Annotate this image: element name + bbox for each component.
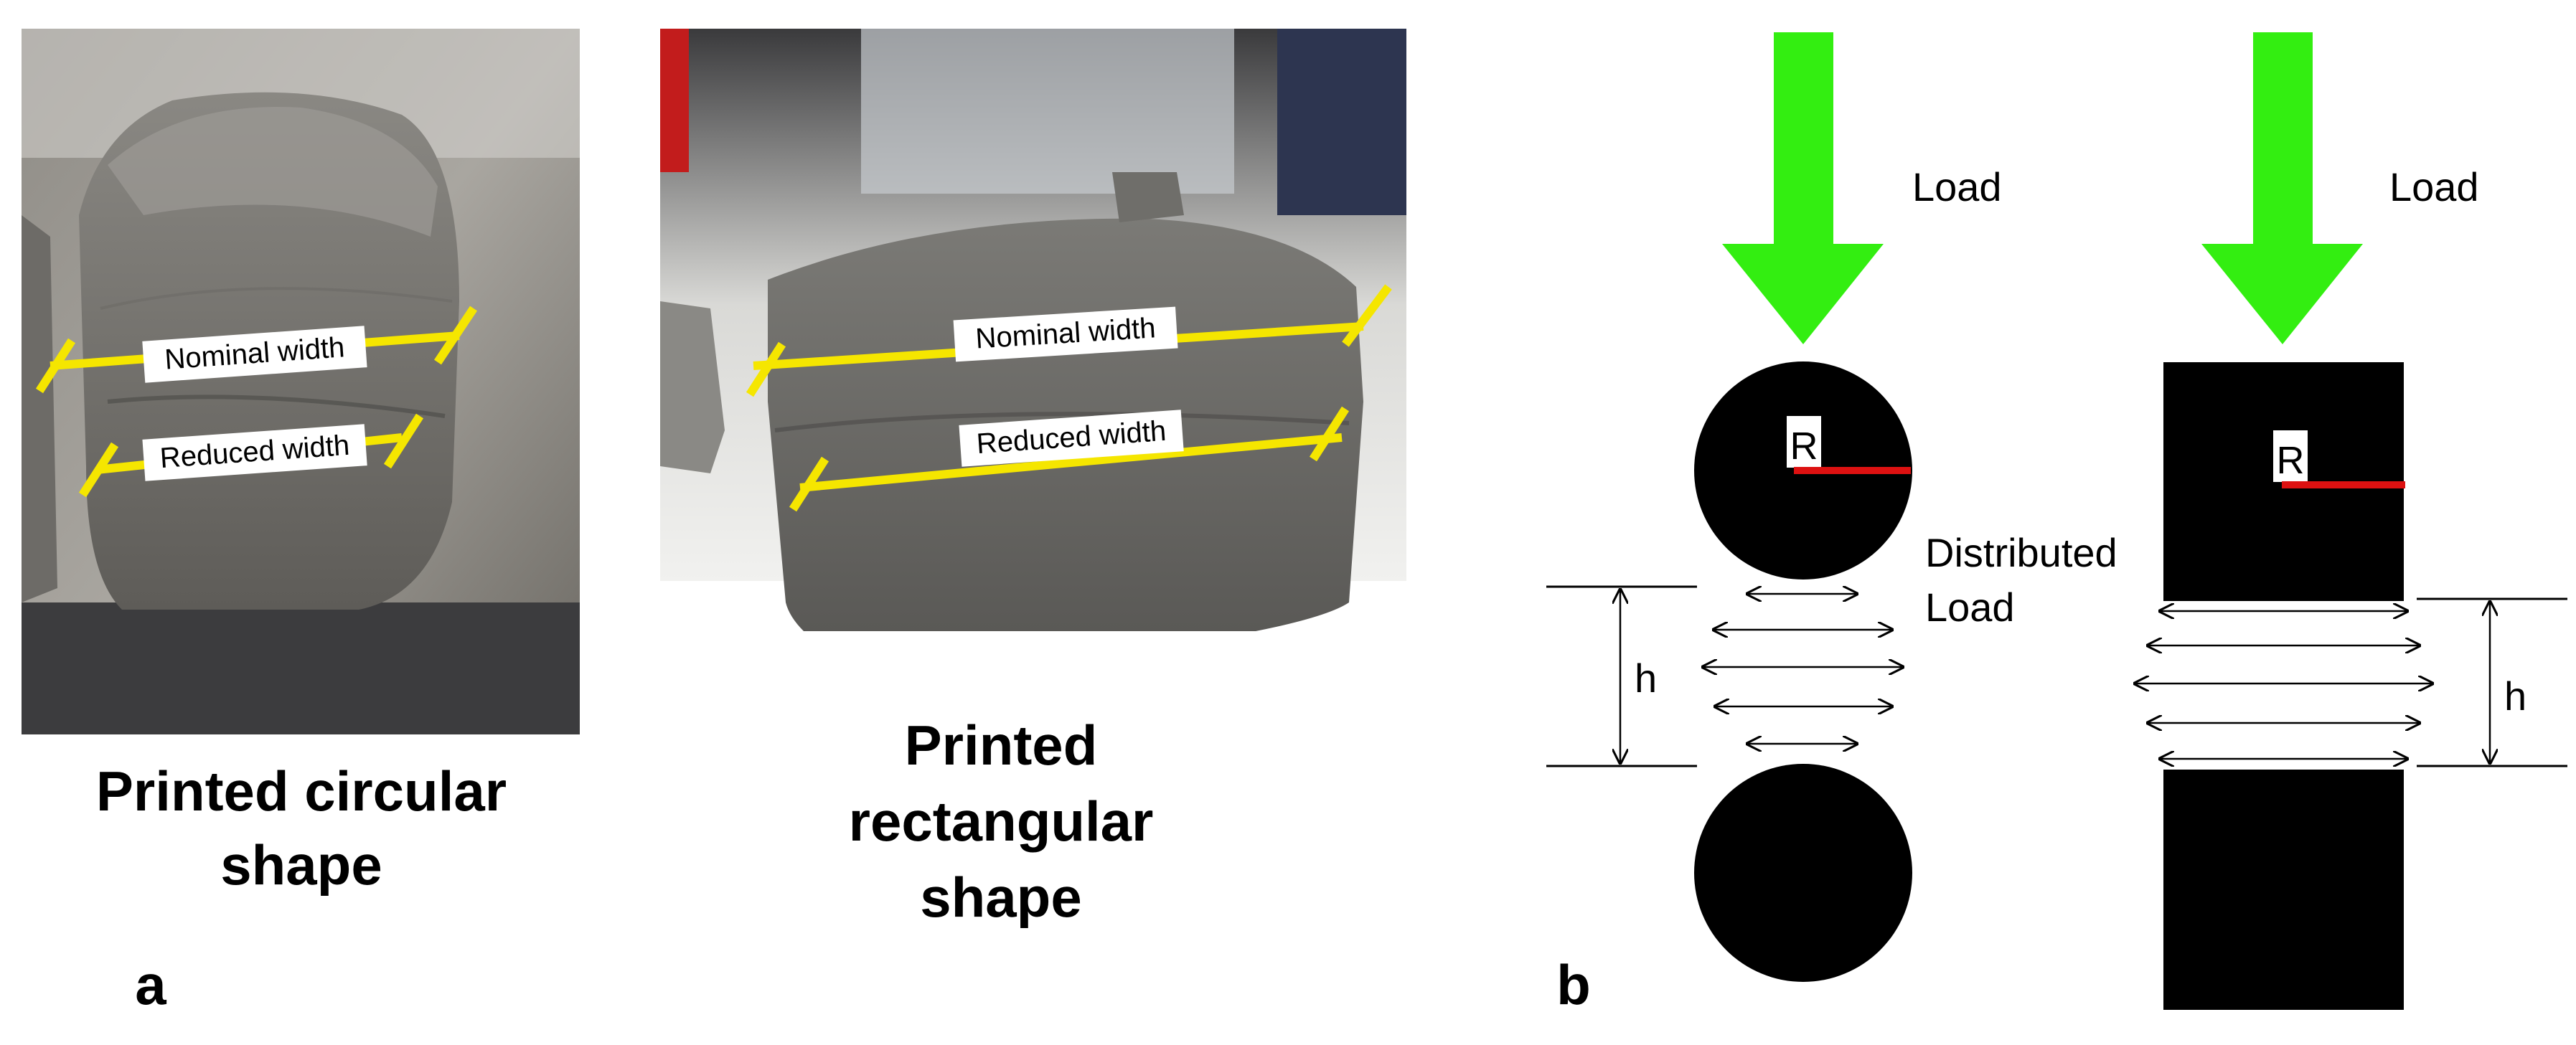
photo-rectangular-specimen [660, 29, 1406, 632]
caption-circular-line2: shape [220, 833, 382, 897]
load-arrow-rectangular [2201, 32, 2363, 344]
circular-specimen-bottom [1694, 764, 1912, 982]
photo-circular-specimen [22, 29, 580, 734]
caption-circular-line1: Printed circular [96, 760, 507, 823]
radius-label-box-circular [1787, 416, 1821, 468]
nominal-width-label-box-2 [953, 306, 1178, 362]
reduced-width-label-box-2 [959, 410, 1184, 467]
height-label-circular: h [1635, 656, 1657, 701]
load-label-rectangular: Load [2389, 164, 2479, 209]
distributed-load-arrows-rectangular [2135, 611, 2432, 759]
reduced-width-label-box [142, 424, 367, 481]
panel-letter-a: a [135, 953, 166, 1016]
load-arrow-circular [1722, 32, 1884, 344]
radius-label-rectangular: R [2277, 439, 2305, 482]
nominal-width-label-box [142, 326, 367, 383]
rectangular-specimen-bottom [2163, 770, 2404, 1010]
distributed-load-line2: Load [1925, 585, 2015, 630]
distributed-load-arrows-circular [1703, 594, 1903, 744]
caption-rectangular-line2: rectangular [849, 790, 1154, 853]
load-label-circular: Load [1912, 164, 2002, 209]
caption-rectangular-line3: shape [920, 866, 1081, 929]
caption-rectangular-line1: Printed [905, 714, 1098, 777]
radius-label-box-rectangular [2273, 430, 2308, 482]
height-label-rectangular: h [2504, 673, 2526, 719]
distributed-load-line1: Distributed [1925, 530, 2117, 575]
radius-label-circular: R [1790, 425, 1818, 468]
panel-letter-b: b [1556, 953, 1591, 1016]
